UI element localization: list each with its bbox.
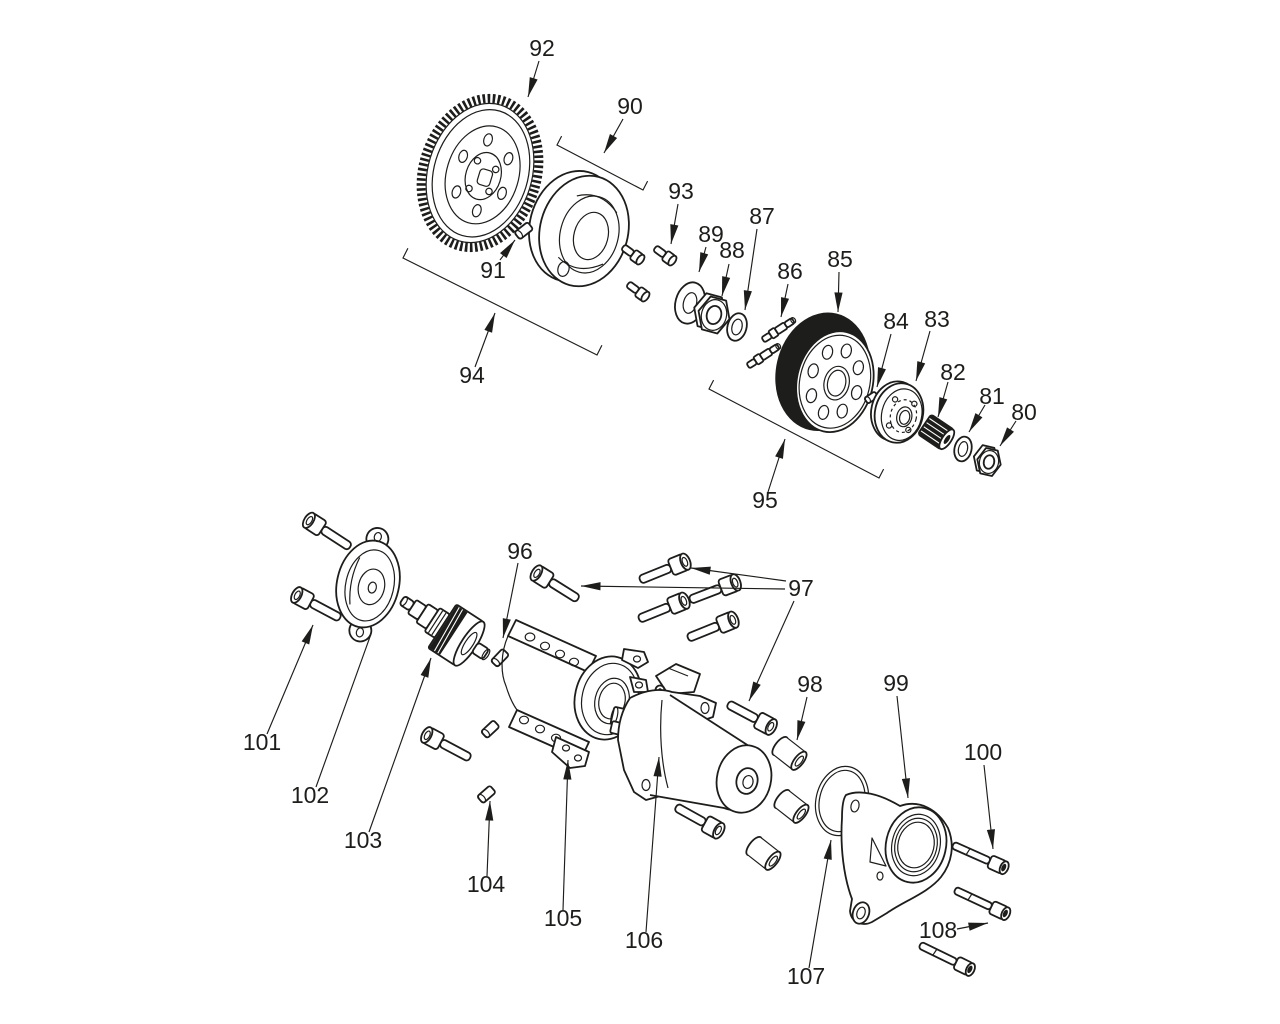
part-bolt-100 <box>949 837 1012 877</box>
callout-108: 108 <box>919 917 957 943</box>
callout-84: 84 <box>883 308 909 334</box>
callout-87: 87 <box>749 203 775 229</box>
callout-104: 104 <box>467 871 506 897</box>
dimension-bracket-95 <box>708 379 885 479</box>
part-washer-81 <box>953 435 973 463</box>
callout-100: 100 <box>964 739 1002 765</box>
callout-91: 91 <box>480 257 506 283</box>
part-hub-bearing-83 <box>870 380 925 444</box>
callout-93: 93 <box>668 178 694 204</box>
part-washer-87 <box>726 312 748 342</box>
part-splined-bushing-82 <box>918 414 956 451</box>
callout-95: 95 <box>752 487 778 513</box>
callout-97: 97 <box>788 575 814 601</box>
callout-82: 82 <box>940 359 966 385</box>
callout-94: 94 <box>459 362 485 388</box>
dimension-bracket-94 <box>402 247 603 356</box>
callout-92: 92 <box>529 35 555 61</box>
part-dowel-pin-96 <box>489 647 511 669</box>
part-support-bracket-99 <box>840 791 953 925</box>
callout-88: 88 <box>719 237 745 263</box>
callout-86: 86 <box>777 258 803 284</box>
callout-83: 83 <box>924 306 950 332</box>
callout-103: 103 <box>344 827 382 853</box>
part-clutch-drum-85 <box>775 312 875 434</box>
callout-106: 106 <box>625 927 663 953</box>
callout-101: 101 <box>243 729 281 755</box>
callout-leaders <box>266 60 1017 969</box>
callout-96: 96 <box>507 538 533 564</box>
callout-98: 98 <box>797 671 823 697</box>
callout-90: 90 <box>617 93 643 119</box>
callout-85: 85 <box>827 246 853 272</box>
callout-107: 107 <box>787 963 825 989</box>
callout-89: 89 <box>698 221 724 247</box>
callout-99: 99 <box>883 670 909 696</box>
part-cover-plate-102 <box>335 527 401 643</box>
part-starter-motor-106 <box>609 663 773 814</box>
part-bendix-gear-103 <box>399 596 491 667</box>
callout-105: 105 <box>544 905 582 931</box>
part-clutch-shoe-assembly <box>528 170 630 288</box>
part-pin-104 <box>476 784 497 805</box>
part-dowel-pin-96b <box>479 719 501 740</box>
callout-102: 102 <box>291 782 329 808</box>
callout-80: 80 <box>1011 399 1037 425</box>
callout-labels: 80 81 82 83 84 85 86 87 88 89 90 91 92 9… <box>243 35 1037 989</box>
dimension-bracket-90 <box>556 135 649 191</box>
callout-81: 81 <box>979 383 1005 409</box>
part-nut-80 <box>969 442 1005 479</box>
part-screws-93 <box>618 241 680 304</box>
